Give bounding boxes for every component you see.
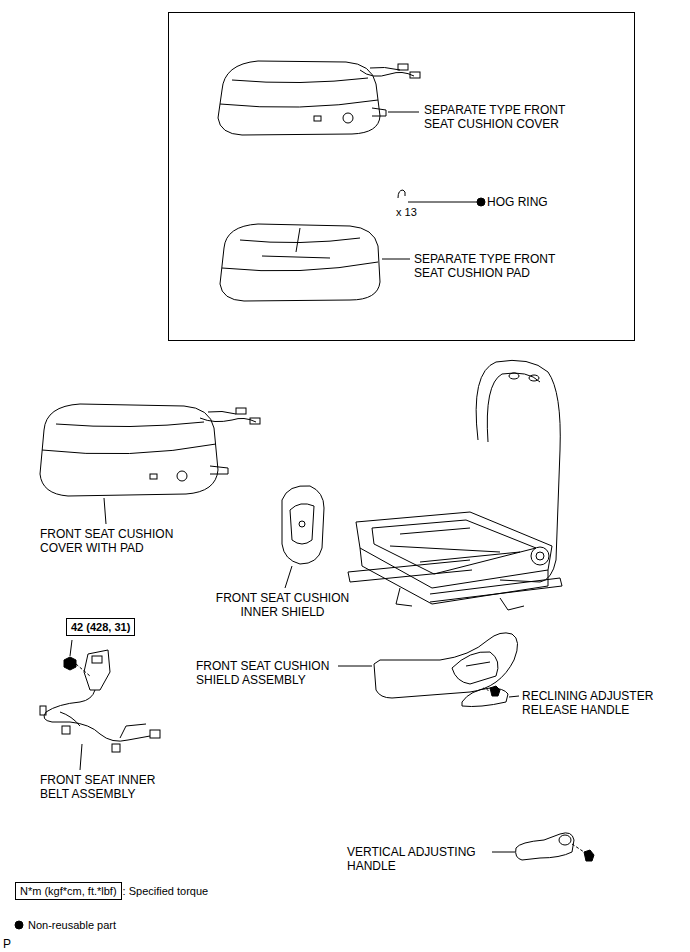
leader-line [285,566,292,588]
page-mark: P [3,937,11,951]
part-name: VERTICAL ADJUSTING HANDLE [347,845,497,873]
leader-line [388,112,419,113]
release-handle [462,688,508,707]
part-name: FRONT SEAT CUSHION INNER SHIELD [205,591,360,619]
leader-line [408,202,477,203]
vertical-handle [516,833,594,861]
bolt [64,657,76,670]
detail-frame [169,13,635,341]
part-name: FRONT SEAT INNER BELT ASSEMBLY [40,773,170,801]
legend-torque-box: N*m (kgf*cm, ft.*lbf) [15,882,122,900]
screw [483,686,500,696]
part-name: SEPARATE TYPE FRONT SEAT CUSHION PAD [414,252,574,280]
cushion-cover [218,61,420,135]
inner-belt [40,650,160,752]
part-name: FRONT SEAT CUSHION SHIELD ASSEMBLY [196,659,346,687]
legend-text: : Specified torque [123,884,209,898]
leader-line [338,666,372,667]
inner-shield [282,486,324,564]
front-seat [348,360,562,610]
box-text: N*m (kgf*cm, ft.*lbf) [20,884,117,898]
part-name: RECLINING ADJUSTER RELEASE HANDLE [522,689,672,717]
torque-box: 42 (428, 31) [66,618,135,636]
leader-line [80,744,82,770]
leader-line [509,696,519,697]
leader-line [492,852,515,853]
non-reusable-dot [477,198,485,206]
legend-text: Non-reusable part [28,918,116,932]
quantity-label: x 13 [396,205,417,219]
cushion-pad [220,224,380,301]
leader-line [70,640,72,656]
leader-line [382,259,410,260]
hog-ring [398,190,405,198]
part-name: HOG RING [487,195,548,209]
box-text: 42 (428, 31) [71,620,130,634]
legend-dot [15,921,23,929]
part-name: SEPARATE TYPE FRONT SEAT CUSHION COVER [424,103,584,131]
leader-line [104,498,106,524]
cushion-cover-with-pad [40,404,260,496]
part-name: FRONT SEAT CUSHION COVER WITH PAD [40,527,210,555]
